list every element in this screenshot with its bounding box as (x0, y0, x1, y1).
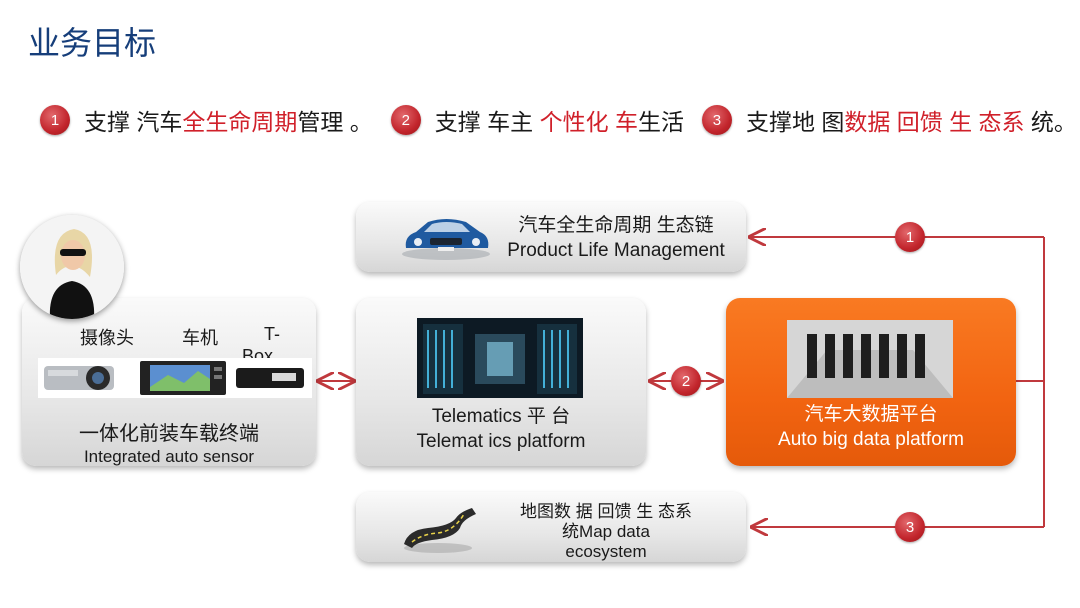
lifecycle-text: 汽车全生命周期 生态链 Product Life Management (491, 213, 741, 263)
label-camera: 摄像头 (80, 328, 134, 348)
goal-3-after: 统。 (1024, 109, 1077, 135)
goal-badge-2: 2 (390, 105, 421, 135)
goal-2-highlight: 个性化 车 (539, 109, 638, 135)
telematics-title: Telematics 平 台 (431, 406, 571, 427)
bigdata-box: 汽车大数据平台 Auto big data platform (726, 298, 1016, 466)
map-subtitle-2: ecosystem (565, 542, 647, 561)
goals-row: 1 支撑 汽车全生命周期管理 。 2 支撑 车主 个性化 车生活 3 支撑地 图… (40, 100, 1080, 140)
page-title: 业务目标 (28, 25, 157, 61)
connector-badge-1: 1 (895, 222, 925, 252)
goal-2: 2 支撑 车主 个性化 车生活 (390, 103, 684, 137)
goal-3: 3 支撑地 图数据 回馈 生 态系 统。 (701, 103, 1077, 137)
datacenter-icon (787, 320, 953, 398)
lifecycle-title: 汽车全生命周期 生态链 (518, 215, 714, 236)
map-subtitle-1: 统Map data (562, 522, 650, 541)
connector-badge-2: 2 (671, 366, 701, 396)
goal-3-before: 支撑地 图 (745, 109, 845, 135)
tbox-icon (236, 368, 304, 388)
sensor-box: 摄像头 车机 T- Box 一体化前装车载终端 Integrated auto … (22, 298, 316, 466)
camera-icon (44, 366, 114, 390)
sensor-subtitle: Integrated auto sensor (83, 447, 255, 466)
road-icon (404, 508, 476, 553)
lifecycle-subtitle: Product Life Management (507, 240, 725, 261)
bigdata-subtitle: Auto big data platform (778, 429, 964, 450)
device-strip (38, 358, 312, 398)
goal-text-2: 支撑 车主 个性化 车生活 (435, 103, 684, 137)
label-tbox-1: T- (264, 324, 280, 344)
telematics-subtitle: Telemat ics platform (416, 431, 586, 452)
telematics-box: Telematics 平 台 Telemat ics platform (356, 298, 646, 466)
goal-1-highlight: 全生命周期 (182, 109, 298, 135)
connector-badge-3: 3 (895, 512, 925, 542)
goal-2-before: 支撑 车主 (434, 109, 540, 135)
car-icon (402, 219, 490, 260)
label-headunit: 车机 (182, 328, 218, 348)
map-title: 地图数 据 回馈 生 态系 (520, 502, 692, 521)
goal-2-after: 生活 (637, 109, 684, 135)
goal-1-before: 支撑 汽车 (84, 109, 183, 135)
goal-1: 1 支撑 汽车全生命周期管理 。 (40, 103, 373, 137)
goal-text-3: 支撑地 图数据 回馈 生 态系 统。 (746, 103, 1077, 137)
avatar (20, 215, 124, 319)
lifecycle-box: 汽车全生命周期 生态链 Product Life Management (356, 202, 746, 272)
person-icon (20, 215, 124, 319)
goal-text-1: 支撑 汽车全生命周期管理 。 (84, 103, 373, 137)
sensor-title: 一体化前装车载终端 (79, 423, 259, 445)
bigdata-title: 汽车大数据平台 (804, 404, 938, 425)
goal-badge-1: 1 (40, 105, 70, 135)
head-unit-icon (140, 361, 226, 395)
server-room-icon (417, 318, 583, 398)
map-box: 地图数 据 回馈 生 态系 统Map data ecosystem (356, 492, 746, 562)
map-text: 地图数 据 回馈 生 态系 统Map data ecosystem (496, 502, 716, 562)
goal-1-after: 管理 。 (297, 109, 373, 135)
goal-badge-3: 3 (701, 105, 732, 135)
goal-3-highlight: 数据 回馈 生 态系 (844, 109, 1025, 135)
